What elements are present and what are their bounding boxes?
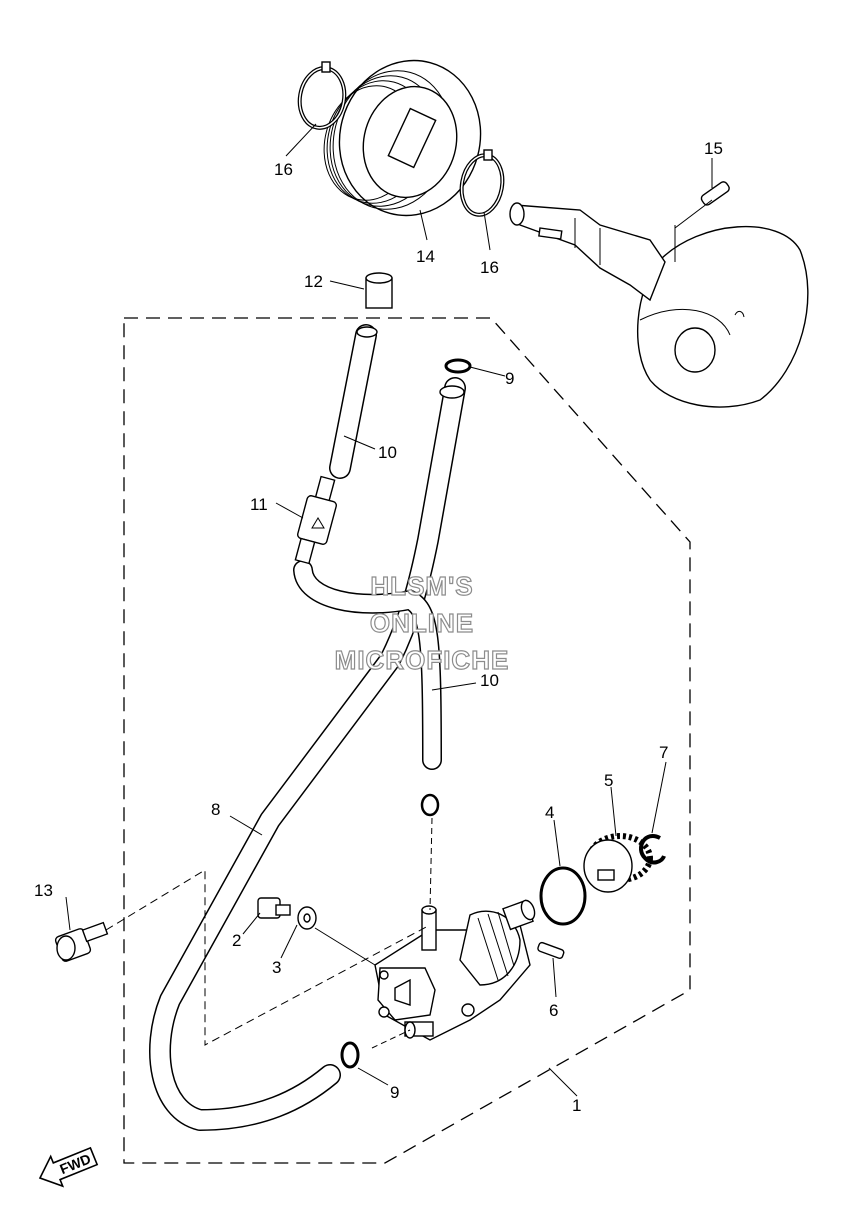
watermark: HLSM'S ONLINE MICROFICHE: [334, 570, 510, 675]
crankshaft-part: [509, 202, 809, 408]
callout-5: 5: [604, 771, 613, 790]
hose-clip-9b: [340, 1041, 360, 1069]
assembly-boundary: [123, 317, 691, 1164]
pulley-14: [323, 59, 482, 217]
callout-3: 3: [272, 958, 281, 977]
oring-4: [539, 866, 587, 926]
watermark-line-1: HLSM'S: [370, 571, 473, 601]
bolt-2: [257, 897, 291, 919]
callout-4: 4: [545, 803, 554, 822]
callout-16-left: 16: [274, 160, 293, 179]
collar-12: [365, 272, 393, 309]
callout-7: 7: [659, 743, 668, 762]
hose-clip-9a: [444, 358, 472, 374]
callout-2: 2: [232, 931, 241, 950]
hose-clip-9c: [420, 793, 440, 817]
callout-16-right: 16: [480, 258, 499, 277]
fwd-arrow-icon: [38, 1146, 99, 1188]
circlip-16a: [297, 61, 347, 130]
callout-14: 14: [416, 247, 435, 266]
leader-lines: [65, 123, 713, 1097]
callout-10-lower: 10: [480, 671, 499, 690]
callout-10-upper: 10: [378, 443, 397, 462]
fwd-arrow: FWD: [38, 1146, 99, 1188]
callout-13: 13: [34, 881, 53, 900]
clip-7: [639, 834, 666, 865]
callout-9-top: 9: [505, 369, 514, 388]
oil-pump-assembly: [374, 899, 536, 1041]
bolt-13: [54, 921, 109, 962]
watermark-line-3: MICROFICHE: [335, 645, 510, 675]
filter-11: [294, 475, 337, 565]
pin-15: [674, 181, 730, 229]
callout-9-bottom: 9: [390, 1083, 399, 1102]
circlip-16b: [459, 149, 505, 217]
callout-6: 6: [549, 1001, 558, 1020]
hose-10-upper: [329, 324, 378, 479]
callout-15: 15: [704, 139, 723, 158]
callout-8: 8: [211, 800, 220, 819]
callout-12: 12: [304, 272, 323, 291]
watermark-line-2: ONLINE: [370, 608, 474, 638]
callout-labels: 1 2 3 4 5 6 7 8 9 9 10 10 11 12 13 14 15…: [34, 139, 723, 1115]
pin-6: [537, 941, 565, 959]
washer-3: [297, 906, 317, 930]
callout-11: 11: [250, 495, 268, 514]
gear-5: [583, 833, 653, 893]
callout-1: 1: [572, 1096, 581, 1115]
